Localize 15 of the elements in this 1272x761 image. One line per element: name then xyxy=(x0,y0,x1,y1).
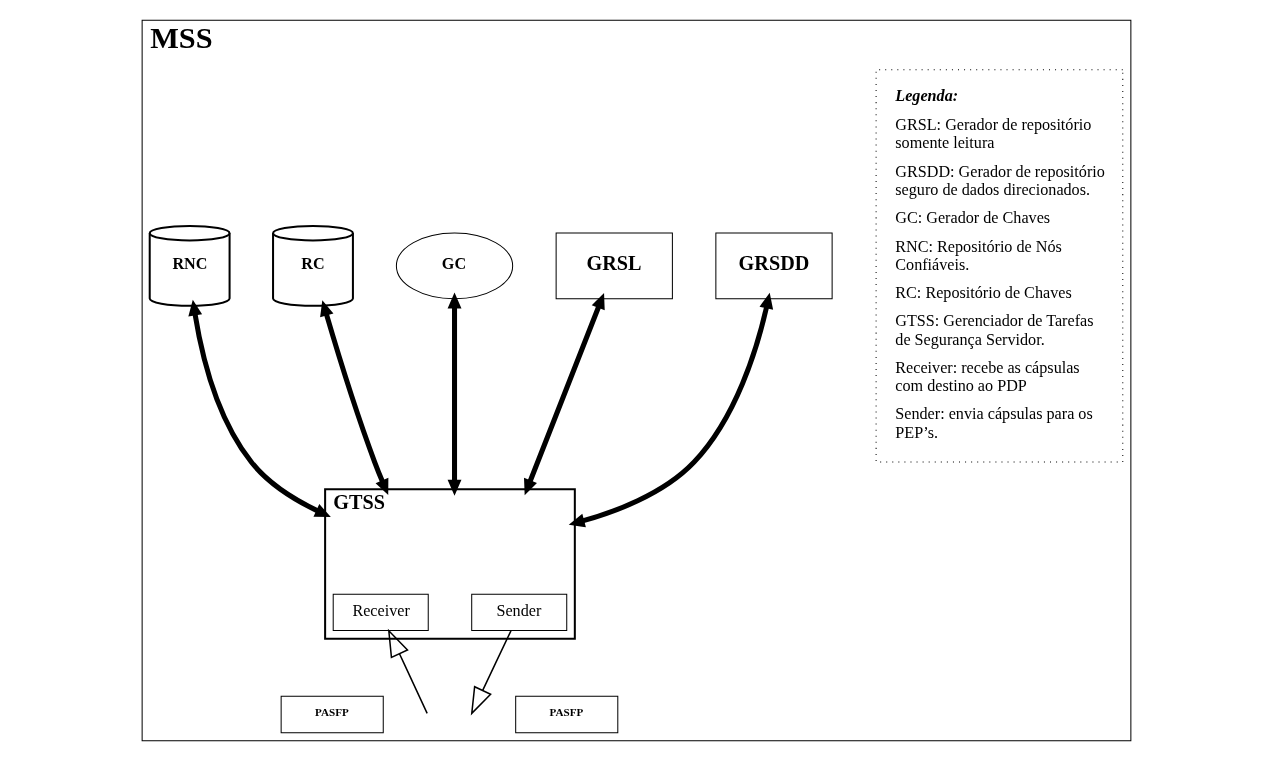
arrow xyxy=(447,292,461,496)
node-box: Receiver xyxy=(332,593,429,632)
arrow xyxy=(470,630,512,716)
node-box: Legenda: GRSL: Gerador de repositório somente leitura GRSDD: Gerador de repositório seguro de dados direcionados. GC: Gerador de Chaves RNC: Repositório de Nós Confiáveis. RC: Repositório de Chaves GTSS: Gerenciador de Tarefas de Segurança Servidor. Receiver: recebe as cápsulas com destino ao PDP Sender: envia cápsulas para os PEP’s. xyxy=(875,69,1123,463)
node-ellipse: GC xyxy=(395,232,513,300)
arrow xyxy=(568,292,773,528)
arrow xyxy=(523,292,605,496)
node-box: Sender xyxy=(470,593,567,632)
node-box: PASFP xyxy=(514,695,618,734)
arrow xyxy=(187,299,331,517)
node-box: GRSDD xyxy=(714,232,833,300)
node-box: GRSL xyxy=(555,232,673,300)
arrow xyxy=(387,628,428,715)
node-box: PASFP xyxy=(280,695,384,734)
arrow xyxy=(319,300,388,496)
